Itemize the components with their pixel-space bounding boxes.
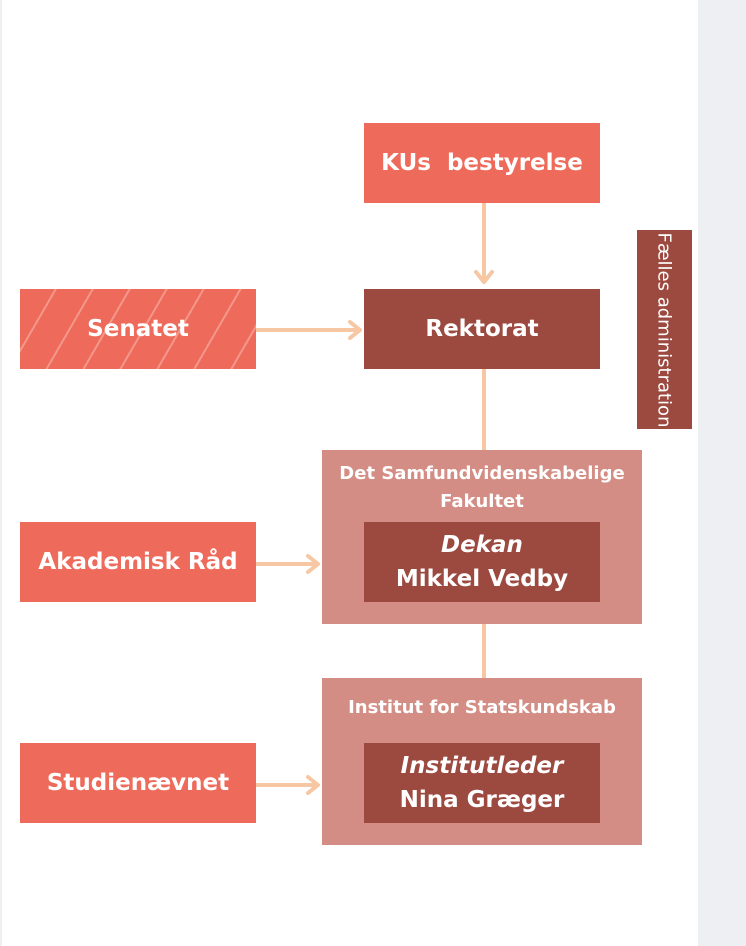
head-of-department-name: Nina Græger [399, 787, 565, 813]
board-box: KUs bestyrelse [364, 123, 600, 203]
academic-council-box: Akademisk Råd [20, 522, 256, 602]
head-of-department-role: Institutleder [400, 753, 564, 779]
studyboard-to-department-arrowhead [306, 775, 320, 795]
faculty-title-line1: Det Samfundvidenskabelige [339, 463, 625, 484]
faculty-title-line2: Fakultet [440, 491, 524, 512]
dean-role: Dekan [441, 532, 523, 558]
dean-name: Mikkel Vedby [395, 566, 569, 592]
rector-label: Rektorat [425, 316, 539, 342]
academic-council-label: Akademisk Råd [38, 549, 238, 575]
department-title: Institut for Statskundskab [348, 697, 616, 718]
dean-box: Dekan Mikkel Vedby [364, 522, 600, 602]
senate-label: Senatet [87, 316, 189, 342]
board-label: KUs bestyrelse [381, 150, 583, 176]
rector-box: Rektorat [364, 289, 600, 369]
head-of-department-box: Institutleder Nina Græger [364, 743, 600, 823]
study-board-box: Studienævnet [20, 743, 256, 823]
senate-box: Senatet [20, 289, 256, 369]
right-sidebar-strip [698, 0, 746, 946]
left-border [0, 0, 2, 946]
department-container: Institut for Statskundskab Institutleder… [322, 678, 642, 845]
senate-to-rector-arrowhead [348, 320, 362, 340]
faculty-title: Det Samfundvidenskabelige Fakultet [322, 460, 642, 516]
shared-administration-tag: Fælles administration [637, 230, 692, 429]
shared-administration-label: Fælles administration [653, 232, 675, 428]
board-to-rector-arrowhead [474, 270, 494, 284]
study-board-label: Studienævnet [46, 770, 230, 796]
faculty-container: Det Samfundvidenskabelige Fakultet Dekan… [322, 450, 642, 624]
council-to-faculty-arrowhead [306, 554, 320, 574]
